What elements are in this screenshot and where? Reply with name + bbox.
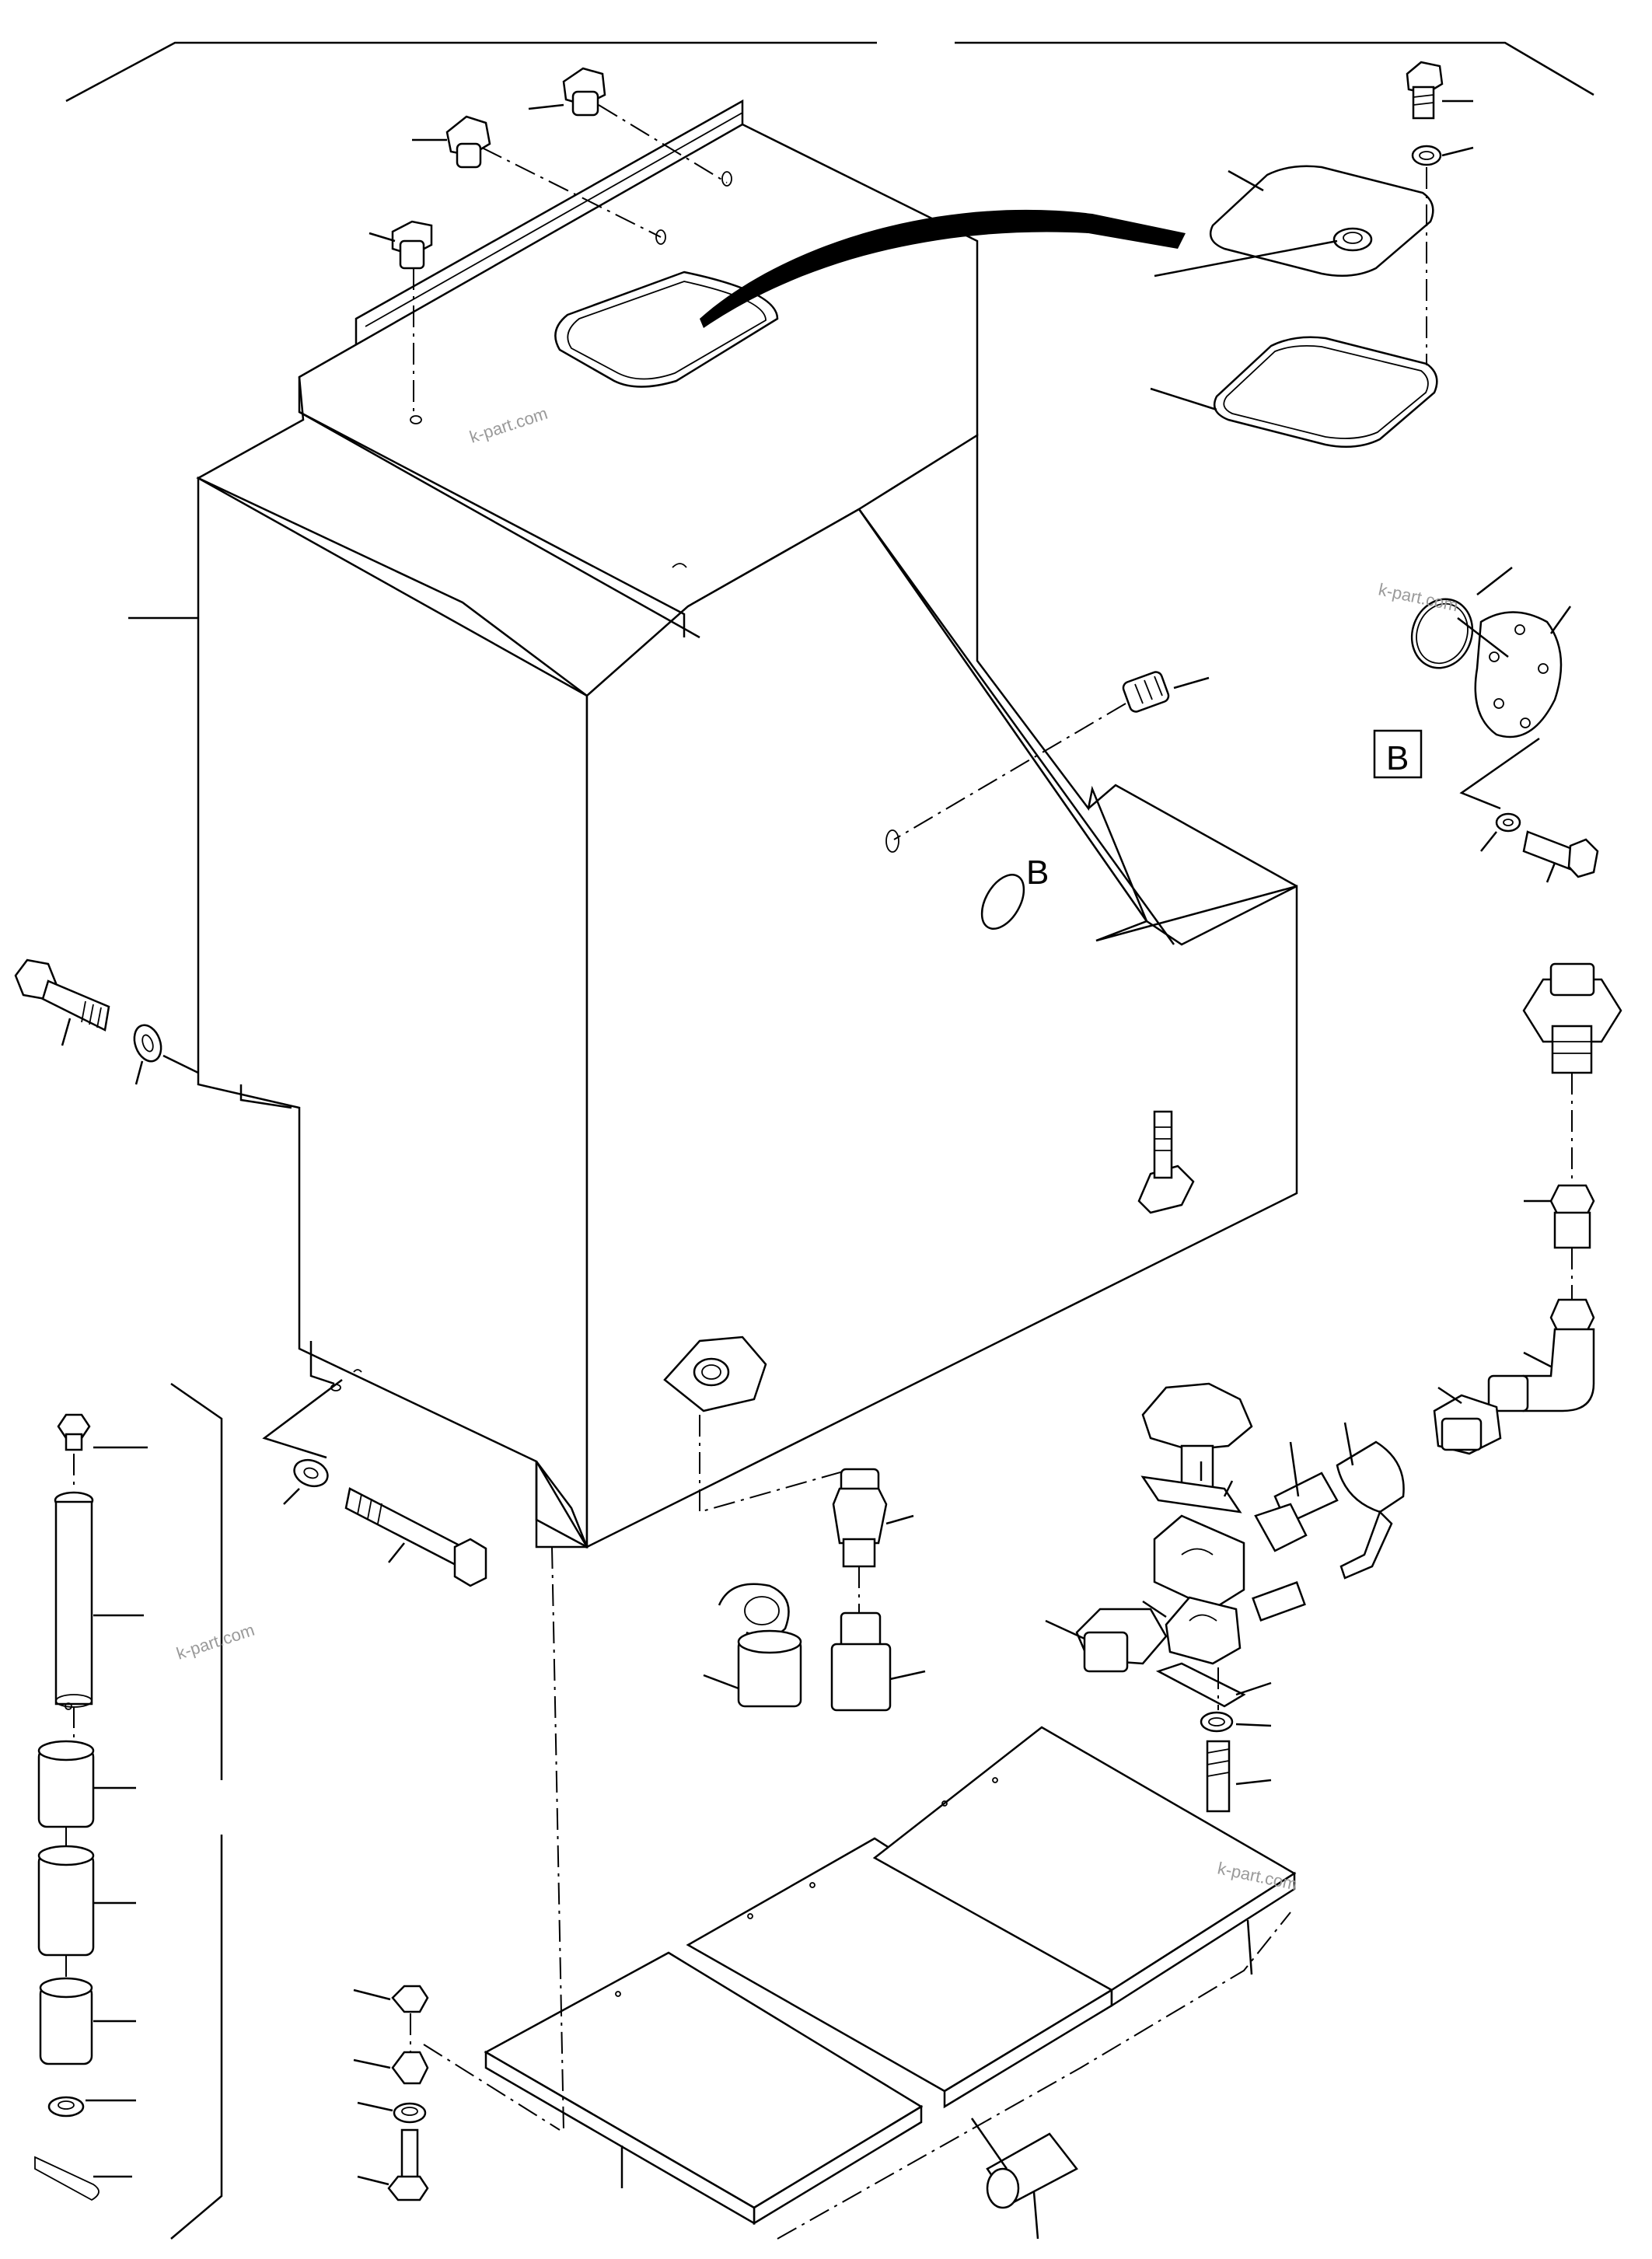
valve-assembly bbox=[1045, 1382, 1502, 1813]
nut-stack bbox=[353, 1985, 429, 2201]
cover-bolt-icon bbox=[1406, 61, 1474, 365]
lower-bolt-icon bbox=[262, 1379, 487, 1587]
hydraulic-tank bbox=[196, 99, 1298, 1549]
detail-b bbox=[1373, 567, 1599, 883]
detail-b-box bbox=[1373, 729, 1423, 779]
side-plug-icon bbox=[885, 671, 1210, 853]
top-plug-3-icon bbox=[368, 220, 433, 270]
watermark: k-part.com bbox=[174, 1620, 257, 1664]
detail-b-label: B bbox=[1386, 739, 1409, 777]
drain-boss bbox=[663, 1335, 767, 1412]
mounting-plates bbox=[423, 1546, 1297, 2240]
top-plug-1-icon bbox=[412, 115, 491, 169]
front-breather-fitting bbox=[1137, 1110, 1195, 1214]
plug-dash-lines bbox=[413, 104, 732, 416]
pin-assembly bbox=[34, 1382, 223, 2240]
left-bolt-icon bbox=[14, 616, 199, 1085]
bottom-cylinder-icon bbox=[970, 2118, 1078, 2240]
center-fittings bbox=[699, 1415, 926, 1712]
callout-b-label: B bbox=[1026, 854, 1049, 892]
watermark: k-part.com bbox=[1377, 579, 1460, 615]
frame-lines bbox=[65, 41, 1594, 103]
top-plug-2-icon bbox=[528, 67, 606, 117]
cover-plate bbox=[1154, 165, 1434, 278]
gasket bbox=[1150, 336, 1438, 449]
vertical-fitting-chain bbox=[1487, 962, 1622, 1412]
